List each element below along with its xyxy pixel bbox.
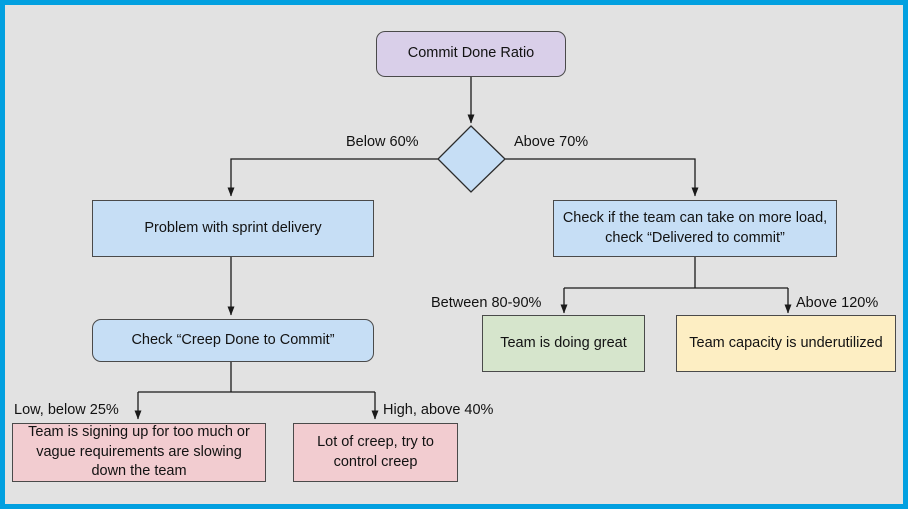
node-label: Team is doing great	[500, 334, 627, 351]
node-check-creep-done-to-commit[interactable]: Check “Creep Done to Commit”	[92, 319, 374, 362]
node-decision-ratio[interactable]	[438, 126, 505, 192]
edge-label-low-below-25: Low, below 25%	[14, 402, 119, 418]
edge-decision-to-check-load	[505, 158, 699, 197]
node-label: Check “Creep Done to Commit”	[131, 331, 335, 348]
node-check-team-load[interactable]: Check if the team can take on more load,…	[553, 200, 837, 257]
edge-label-below-60: Below 60%	[346, 134, 419, 150]
node-label: Commit Done Ratio	[407, 45, 535, 62]
edge-label-between-80-90: Between 80-90%	[431, 295, 542, 311]
node-team-capacity-underutilized[interactable]: Team capacity is underutilized	[676, 315, 896, 372]
node-label: Lot of creep, try to control creep	[317, 433, 434, 470]
edge-label-above-70: Above 70%	[514, 134, 589, 150]
node-label: Problem with sprint delivery	[144, 219, 322, 236]
edge-label-high-above-40: High, above 40%	[383, 402, 494, 418]
node-lot-of-creep[interactable]: Lot of creep, try to control creep	[293, 423, 458, 482]
node-problem-with-sprint-delivery[interactable]: Problem with sprint delivery	[92, 200, 374, 257]
node-label: Check if the team can take on more load,…	[562, 209, 828, 246]
edge-label-above-120: Above 120%	[796, 295, 879, 311]
node-label: Team is signing up for too much or vague…	[28, 424, 250, 480]
node-team-signing-up-too-much[interactable]: Team is signing up for too much or vague…	[12, 423, 266, 482]
node-commit-done-ratio[interactable]: Commit Done Ratio	[376, 31, 566, 77]
node-team-is-doing-great[interactable]: Team is doing great	[482, 315, 645, 372]
node-label: Team capacity is underutilized	[689, 334, 883, 351]
edge-decision-to-problem	[227, 158, 438, 197]
